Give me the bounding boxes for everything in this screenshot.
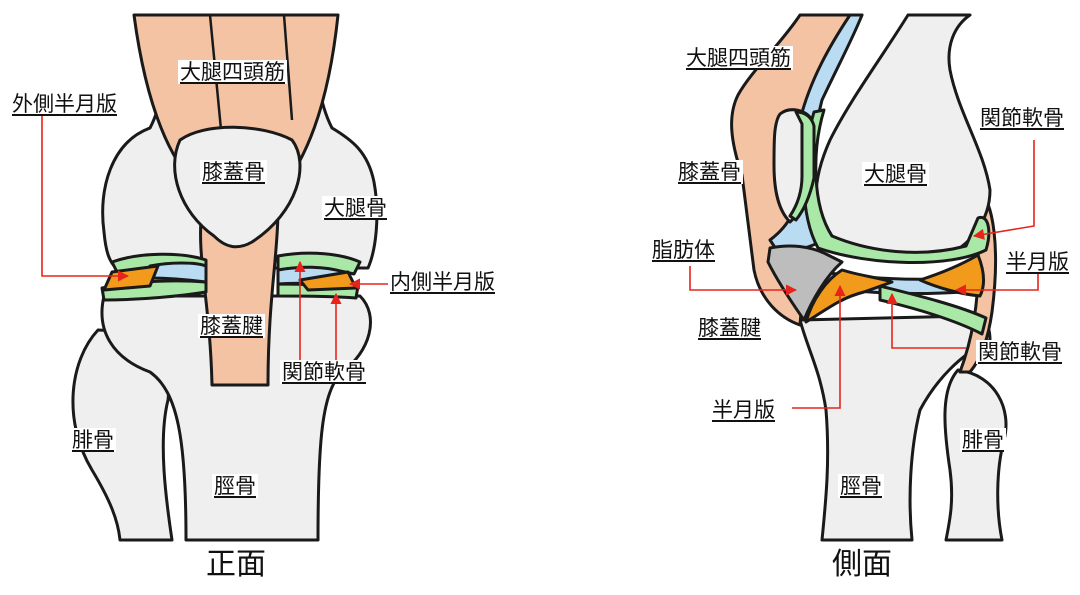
side-label-tibia: 脛骨 <box>838 474 884 498</box>
side-label-quadriceps: 大腿四頭筋 <box>684 46 793 70</box>
front-label-femur: 大腿骨 <box>322 196 389 220</box>
front-view-caption: 正面 <box>206 548 266 582</box>
front-label-lateral-meniscus: 外側半月版 <box>10 92 119 116</box>
side-label-articular-cartilage-top: 関節軟骨 <box>978 106 1066 130</box>
side-label-patellar-tendon: 膝蓋腱 <box>696 316 763 340</box>
side-label-fibula: 腓骨 <box>960 428 1006 452</box>
front-label-quadriceps: 大腿四頭筋 <box>178 60 287 84</box>
front-label-articular-cartilage: 関節軟骨 <box>280 360 368 384</box>
front-label-patellar-tendon: 膝蓋腱 <box>198 314 265 338</box>
front-label-fibula: 腓骨 <box>70 428 116 452</box>
side-label-femur: 大腿骨 <box>862 162 929 186</box>
side-view-caption: 側面 <box>832 548 892 582</box>
side-fibula <box>945 370 1006 540</box>
side-view <box>732 15 1006 540</box>
side-label-patella: 膝蓋骨 <box>676 160 743 184</box>
side-label-meniscus-right: 半月版 <box>1004 250 1071 274</box>
side-label-fat-pad: 脂肪体 <box>650 238 717 262</box>
side-label-meniscus-bottom: 半月版 <box>710 398 777 422</box>
side-label-articular-cartilage-bottom: 関節軟骨 <box>976 340 1064 364</box>
front-label-patella: 膝蓋骨 <box>200 160 267 184</box>
front-label-medial-meniscus: 内側半月版 <box>388 270 497 294</box>
front-lateral-meniscus <box>104 266 158 290</box>
front-label-tibia: 脛骨 <box>212 474 258 498</box>
